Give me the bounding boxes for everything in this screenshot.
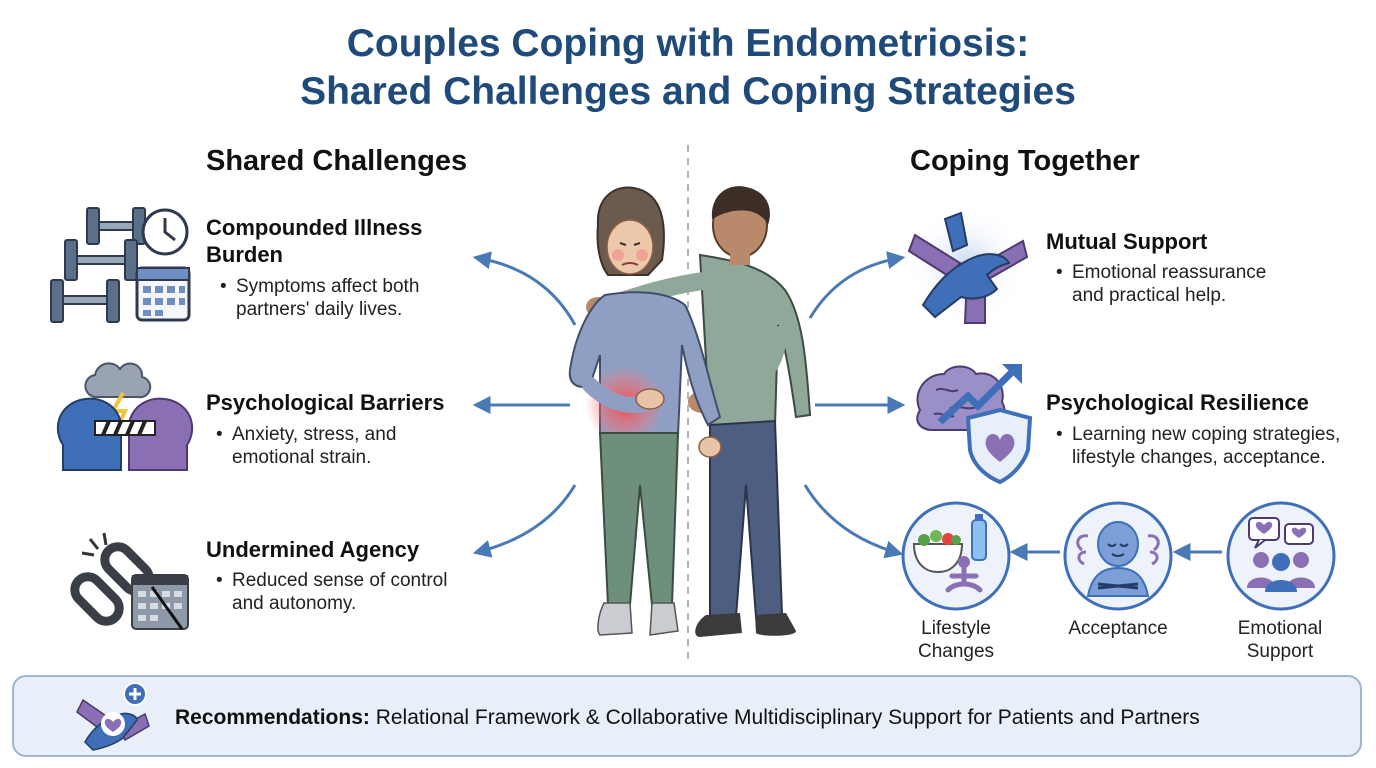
meditating-person-icon [1063, 501, 1173, 611]
recommendations-label: Recommendations: [175, 706, 370, 729]
arrow-to-lifestyle [803, 484, 904, 559]
illness-burden-title-1: Compounded Illness [206, 215, 423, 240]
title-line-1: Couples Coping with Endometriosis: [346, 22, 1030, 65]
arrow-to-illness-burden [472, 251, 577, 326]
recommendations-banner [12, 675, 1362, 757]
agency-text-1: •Reduced sense of control [216, 570, 448, 591]
psych-barriers-text-2: emotional strain. [232, 447, 372, 468]
mutual-support-text-1: •Emotional reassurance [1056, 262, 1267, 283]
joined-hands-icon [907, 205, 1029, 325]
woman-figure [568, 186, 722, 636]
arrow-to-agency [472, 484, 577, 558]
resilience-title: Psychological Resilience [1046, 390, 1309, 415]
psych-barriers-title: Psychological Barriers [206, 390, 445, 415]
salad-yoga-icon [901, 501, 1011, 611]
lifestyle-label-1: Lifestyle [921, 618, 991, 639]
mutual-support-title: Mutual Support [1046, 229, 1208, 254]
resilience-text-1: •Learning new coping strategies, [1056, 424, 1341, 445]
mutual-support-text-2: and practical help. [1072, 285, 1227, 306]
chat-group-icon [1226, 501, 1336, 611]
hands-heart-plus-icon [76, 682, 150, 751]
lifestyle-label-2: Changes [917, 641, 995, 662]
illness-burden-title-2: Burden [206, 242, 283, 267]
two-heads-barrier-icon [56, 362, 194, 471]
dumbbell-clock-calendar-icon [50, 207, 191, 323]
broken-chain-icon [70, 532, 189, 630]
illness-burden-text-2: partners' daily lives. [236, 299, 403, 320]
arrow-to-mutual-support [808, 251, 906, 319]
recommendations-text: Recommendations: Relational Framework & … [175, 705, 1200, 731]
brain-shield-icon [916, 364, 1033, 485]
acceptance-label: Acceptance [1068, 618, 1168, 639]
title-line-2: Shared Challenges and Coping Strategies [300, 70, 1076, 113]
resilience-text-2: lifestyle changes, acceptance. [1072, 447, 1326, 468]
emotional-support-label-1: Emotional [1237, 618, 1323, 639]
agency-title: Undermined Agency [206, 537, 420, 562]
couple-illustration [568, 186, 812, 637]
agency-text-2: and autonomy. [232, 593, 357, 614]
coping-together-heading: Coping Together [910, 145, 1140, 177]
psych-barriers-text-1: •Anxiety, stress, and [216, 424, 397, 445]
illness-burden-text-1: •Symptoms affect both [220, 276, 420, 297]
recommendations-body: Relational Framework & Collaborative Mul… [369, 706, 1200, 729]
emotional-support-label-2: Support [1246, 641, 1314, 662]
shared-challenges-heading: Shared Challenges [206, 145, 468, 177]
